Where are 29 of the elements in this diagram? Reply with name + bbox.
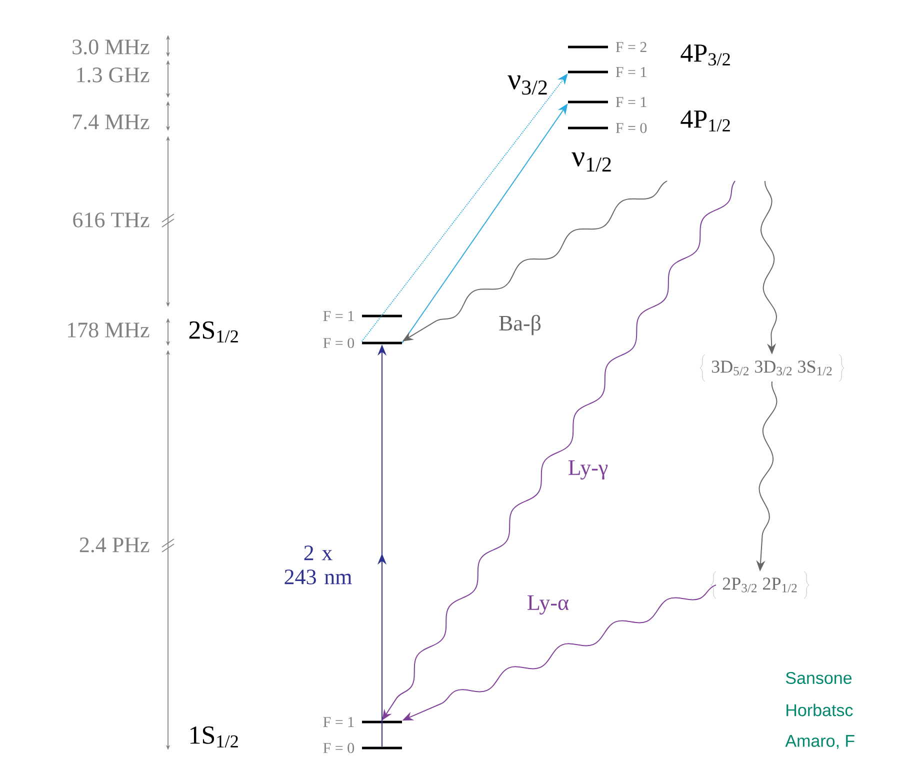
level-label: F = 2	[616, 42, 646, 52]
level-label: F = 1	[616, 97, 646, 107]
edge-label: 2 x 243 nm	[284, 546, 352, 584]
dimension-label: 7.4 MHz	[73, 114, 150, 130]
dimension-label: 1.3 GHz	[77, 68, 150, 82]
citation-text: Horbatsc	[786, 704, 853, 716]
level-label: F = 1	[616, 67, 646, 77]
edge-label: Ba-β	[499, 314, 541, 336]
term-label: 2S$_{1/2}$	[189, 321, 238, 343]
edge-label: Ly-α	[528, 595, 569, 615]
edge-label: ν$_{1/2}$	[572, 152, 611, 172]
level-label: F = 1	[323, 311, 354, 321]
citation-text: Sansone	[786, 672, 852, 684]
term-label: 4P$_{3/2}$	[680, 44, 730, 66]
dimension-label: 616 THz	[73, 212, 150, 228]
level-label: F = 0	[323, 338, 354, 348]
edge-label: Ly-γ	[568, 460, 608, 480]
citation-text: Amaro, F	[785, 735, 854, 749]
level-label: F = 1	[323, 717, 354, 727]
edge-label: ν$_{3/2}$	[508, 75, 547, 95]
dimension-label: 2.4 PHz	[80, 538, 150, 552]
state-group: 3D$_{5/2}$ 3D$_{3/2}$ 3S$_{1/2}$	[700, 354, 844, 382]
dimension-label: 178 MHz	[68, 322, 150, 338]
level-label: F = 0	[323, 742, 354, 754]
dimension-label: 3.0 MHz	[72, 40, 150, 54]
term-label: 1S$_{1/2}$	[190, 726, 238, 748]
term-label: 4P$_{1/2}$	[680, 110, 730, 132]
level-label: F = 0	[616, 122, 647, 134]
state-group: 2P$_{3/2}$ 2P$_{1/2}$	[710, 571, 810, 599]
